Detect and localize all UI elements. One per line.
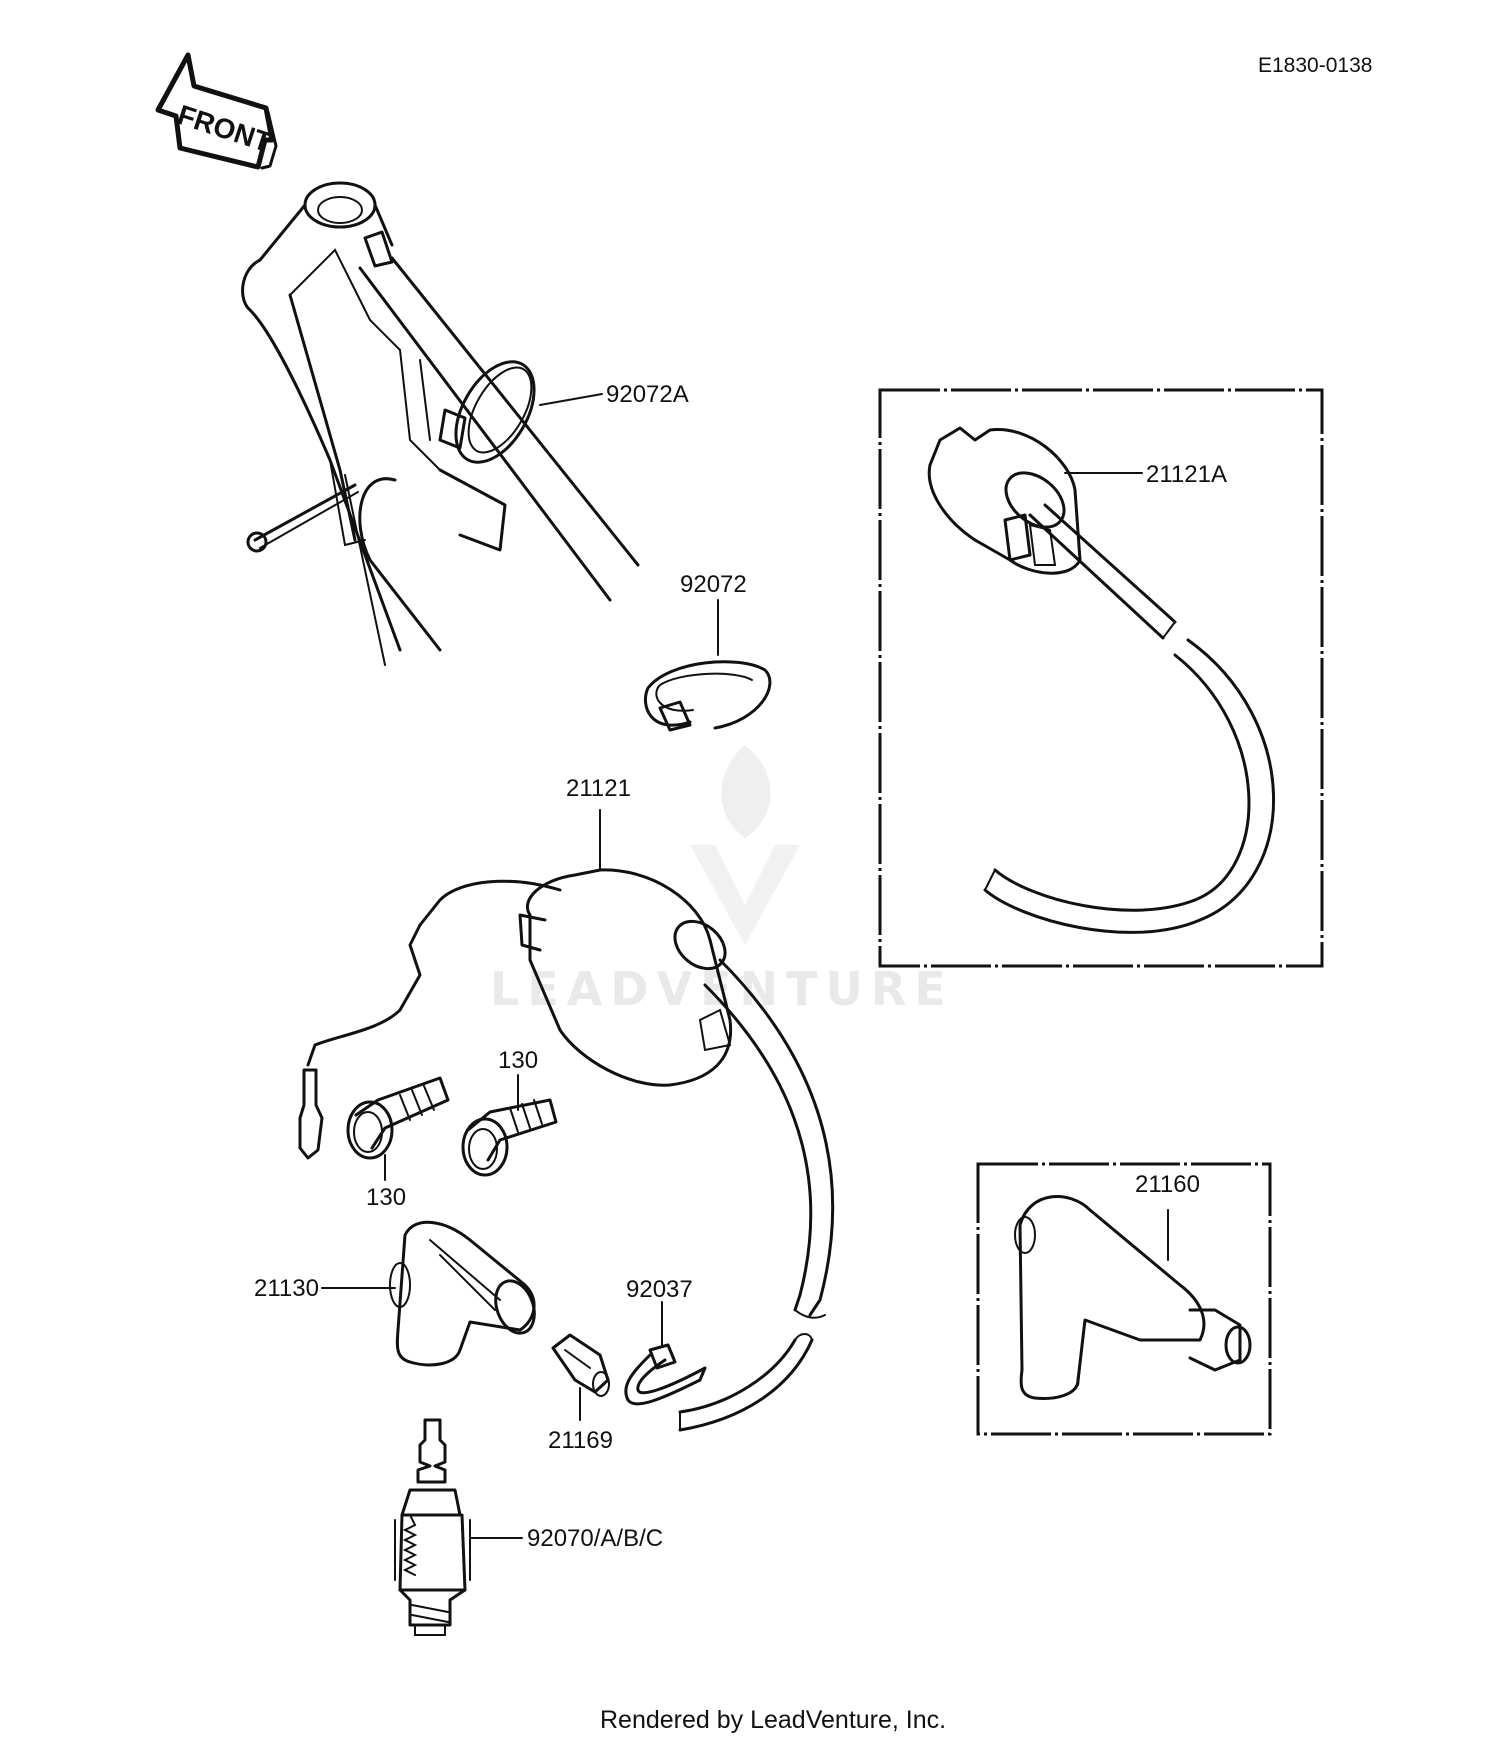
inset-frame-21121a (878, 388, 1324, 968)
front-arrow-icon: FRONT (155, 52, 278, 170)
part-label-130-bottom: 130 (366, 1184, 406, 1211)
terminal-21169-illustration (551, 1333, 610, 1397)
part-label-21121: 21121 (566, 775, 631, 802)
part-label-130-top: 130 (498, 1047, 538, 1074)
part-label-92070: 92070/A/B/C (527, 1525, 663, 1552)
plug-cap-21160-illustration (1014, 1195, 1252, 1400)
part-label-92037: 92037 (626, 1276, 693, 1303)
part-label-92072: 92072 (680, 571, 747, 598)
clamp-92072-illustration (643, 660, 772, 732)
diagram-code: E1830-0138 (1258, 54, 1372, 77)
bolt-130-right-illustration (461, 1098, 558, 1177)
part-label-21130: 21130 (254, 1275, 319, 1302)
clip-92037-illustration (624, 1343, 707, 1406)
spark-plug-92070-illustration (394, 1418, 471, 1636)
part-label-21121a: 21121A (1146, 461, 1227, 488)
frame-illustration (241, 181, 640, 666)
part-label-21169: 21169 (548, 1427, 613, 1454)
part-label-21160: 21160 (1135, 1171, 1200, 1198)
clamp-92072a-illustration (438, 360, 536, 464)
inset-frame-21160 (976, 1162, 1272, 1436)
plug-cap-21130-illustration (389, 1220, 536, 1367)
coil-21121a-illustration (927, 426, 1276, 934)
part-label-92072a: 92072A (606, 381, 689, 408)
footer-credit: Rendered by LeadVenture, Inc. (600, 1706, 946, 1734)
bolt-130-left-illustration (346, 1076, 450, 1160)
watermark-logo (690, 745, 800, 945)
coil-21121-illustration (298, 868, 835, 1432)
leader-92072a (539, 393, 603, 406)
